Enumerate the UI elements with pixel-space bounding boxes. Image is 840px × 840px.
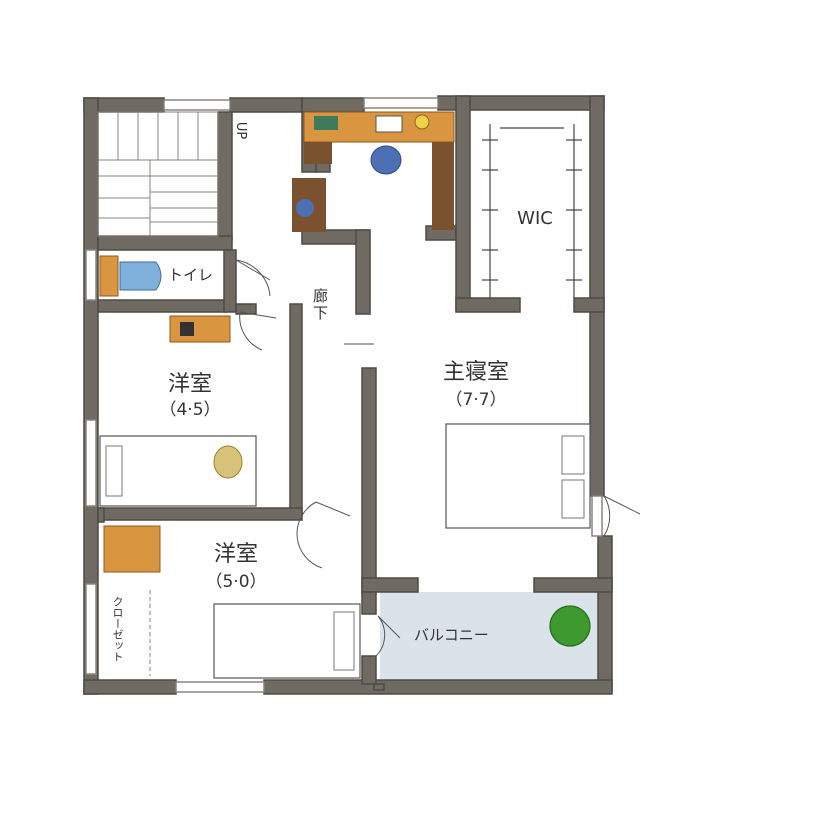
open-book-icon [375, 115, 403, 133]
doors [235, 259, 641, 657]
pillow-room1 [105, 445, 123, 497]
exterior-walls [83, 95, 613, 695]
book-shelf-left [304, 142, 332, 164]
western-room-2-area: （5·0） [205, 572, 267, 592]
desk-items [314, 116, 338, 130]
desk-room1 [169, 315, 231, 343]
western-room-2-name: 洋室 [213, 542, 258, 567]
balcony-label: バルコニー [414, 626, 489, 644]
pillow-master-1 [561, 435, 585, 475]
desk-chair-room1 [180, 322, 194, 336]
master-bedroom-name: 主寝室 [442, 360, 509, 385]
lamp-icon [296, 199, 314, 217]
pillow-room2 [333, 611, 355, 671]
toilet-tank [99, 255, 119, 297]
master-bedroom-area: （7·7） [445, 390, 507, 410]
stairs-up-label: UP [233, 121, 249, 140]
toilet-label: トイレ [168, 266, 214, 284]
staircase [97, 111, 219, 237]
wic-hanger-rails [482, 124, 582, 298]
western-room-1-area: （4·5） [159, 400, 221, 420]
desk-lamp-icon [414, 114, 430, 130]
corridor-label: 廊下 [311, 288, 329, 322]
desk-chair [370, 145, 402, 175]
windows [85, 97, 603, 693]
book-shelf-right [432, 142, 454, 230]
floor-cushion-room1 [213, 445, 243, 479]
plant-icon [549, 605, 591, 647]
wic-label: WIC [517, 208, 553, 229]
closet-label: クローゼット [111, 596, 124, 662]
pillow-master-2 [561, 479, 585, 519]
desk-room2 [103, 525, 161, 573]
western-room-1-name: 洋室 [167, 372, 212, 397]
toilet-bowl-icon [119, 261, 162, 291]
interior-walls [97, 95, 613, 685]
